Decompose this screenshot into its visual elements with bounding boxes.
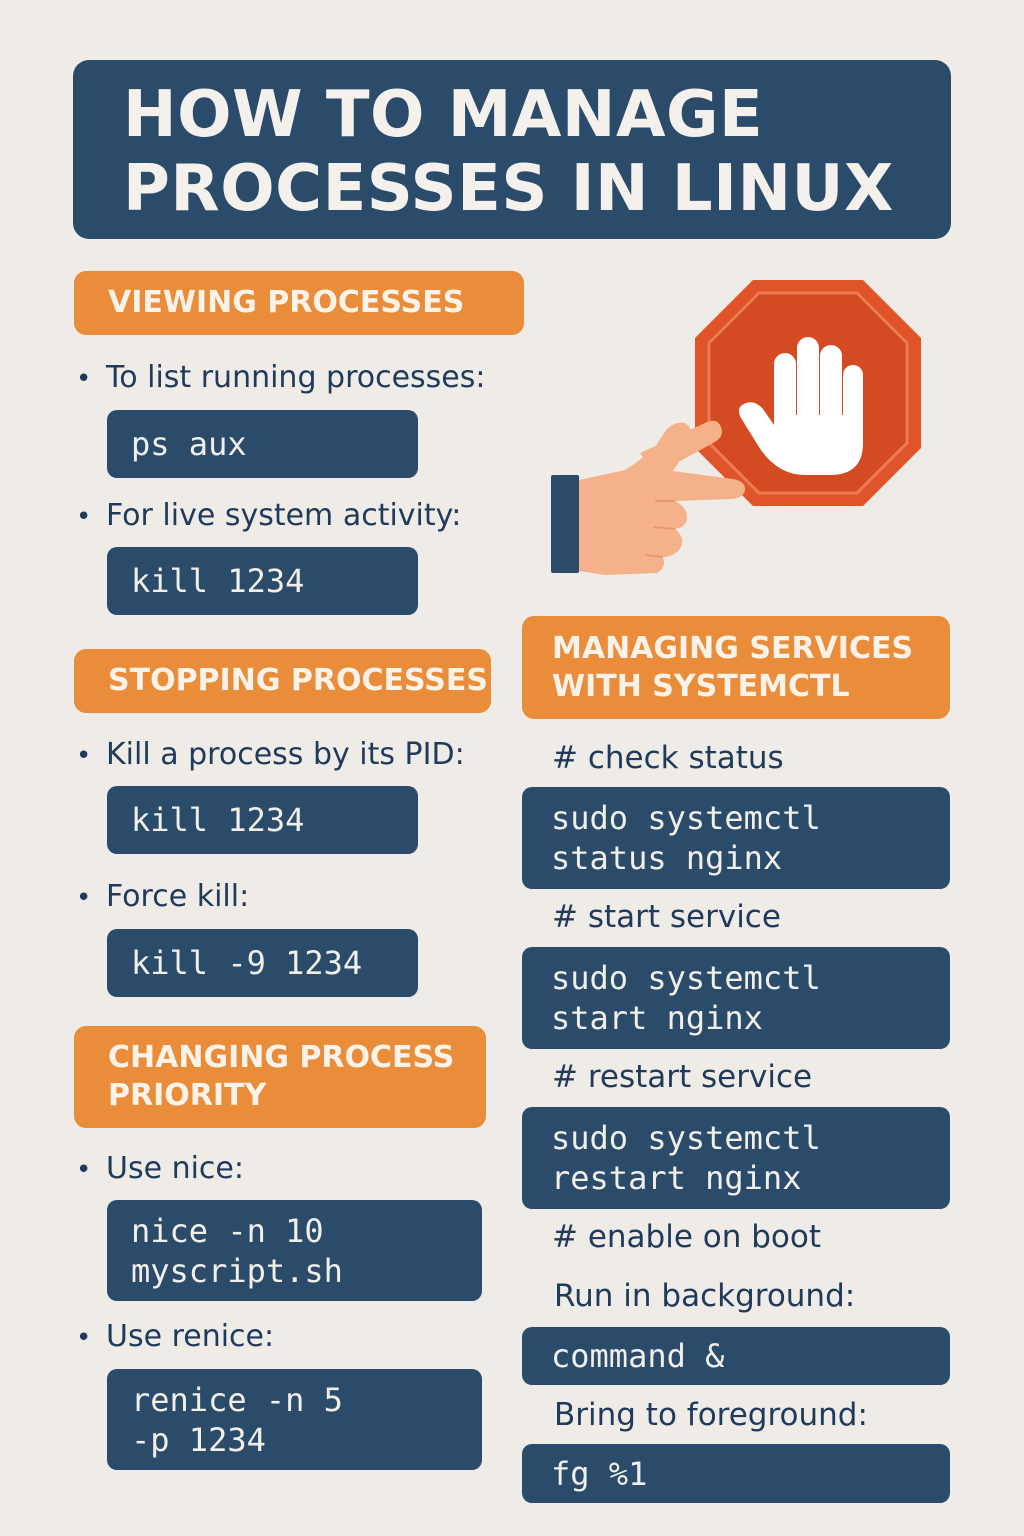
background-label: Run in background: [554,1278,856,1314]
code-line: kill -9 1234 [131,944,363,982]
section-heading-services-line-2: WITH SYSTEMCTL [552,668,850,704]
bullet-label: For live system activity: [106,498,462,533]
list-item: • Force kill: [76,879,249,916]
code-line: -p 1234 [131,1420,266,1459]
code-block: kill 1234 [107,786,418,854]
comment-text: # start service [552,899,781,935]
code-block: kill 1234 [107,547,418,615]
code-block: ps aux [107,410,418,478]
code-block: fg %1 [522,1444,950,1503]
code-block: nice -n 10 myscript.sh [107,1200,482,1301]
bullet-label: Use nice: [106,1151,244,1186]
code-line: sudo systemctl [551,1119,821,1157]
list-item: • Use renice: [76,1319,274,1356]
section-heading-priority-line-1: CHANGING PROCESS [108,1040,455,1075]
list-item: • Kill a process by its PID: [76,737,465,774]
code-line: kill 1234 [131,562,305,600]
comment-text: # restart service [552,1059,813,1095]
list-item: • Use nice: [76,1151,244,1188]
comment-text: # enable on boot [552,1219,821,1255]
code-line: sudo systemctl [551,799,821,837]
page-title-line-1: HOW TO MANAGE [123,78,764,152]
bullet-label: Use renice: [106,1319,275,1354]
bullet-icon: • [76,1323,92,1353]
code-line: kill 1234 [131,801,305,839]
bullet-icon: • [76,1155,92,1185]
section-heading-viewing: VIEWING PROCESSES [74,271,524,335]
code-line: fg %1 [551,1454,648,1493]
section-heading-priority-line-2: PRIORITY [108,1078,267,1113]
bullet-label: To list running processes: [106,360,486,395]
list-item: • To list running processes: [76,360,486,397]
code-line: status nginx [551,839,783,877]
code-line: nice -n 10 [131,1211,324,1250]
bullet-icon: • [76,364,92,394]
bullet-icon: • [76,883,92,913]
title-banner: HOW TO MANAGE PROCESSES IN LINUX [73,60,951,239]
section-heading-services-line-1: MANAGING SERVICES [552,630,914,666]
stop-hand-icon [545,275,930,585]
code-line: start nginx [551,999,763,1037]
bullet-label: Force kill: [106,879,250,914]
code-block: renice -n 5 -p 1234 [107,1369,482,1470]
list-item: • For live system activity: [76,498,461,535]
section-heading-services: MANAGING SERVICES WITH SYSTEMCTL [522,616,950,719]
code-line: restart nginx [551,1159,802,1197]
code-block: kill -9 1234 [107,929,418,997]
bullet-label: Kill a process by its PID: [106,737,465,772]
foreground-label: Bring to foreground: [554,1397,868,1433]
code-block: sudo systemctl restart nginx [522,1107,950,1209]
section-heading-stopping: STOPPING PROCESSES [74,649,491,713]
code-line: myscript.sh [131,1251,343,1290]
code-block: sudo systemctl status nginx [522,787,950,889]
code-line: ps aux [131,425,247,463]
page-title-line-2: PROCESSES IN LINUX [123,152,894,226]
section-heading-priority: CHANGING PROCESS PRIORITY [74,1026,486,1128]
code-block: sudo systemctl start nginx [522,947,950,1049]
section-heading-viewing-label: VIEWING PROCESSES [108,285,465,320]
section-heading-stopping-label: STOPPING PROCESSES [108,663,488,698]
comment-text: # check status [552,740,784,776]
bullet-icon: • [76,502,92,532]
code-block: command & [522,1327,950,1385]
code-line: sudo systemctl [551,959,821,997]
code-line: command & [551,1337,725,1375]
code-line: renice -n 5 [131,1380,343,1419]
bullet-icon: • [76,741,92,771]
